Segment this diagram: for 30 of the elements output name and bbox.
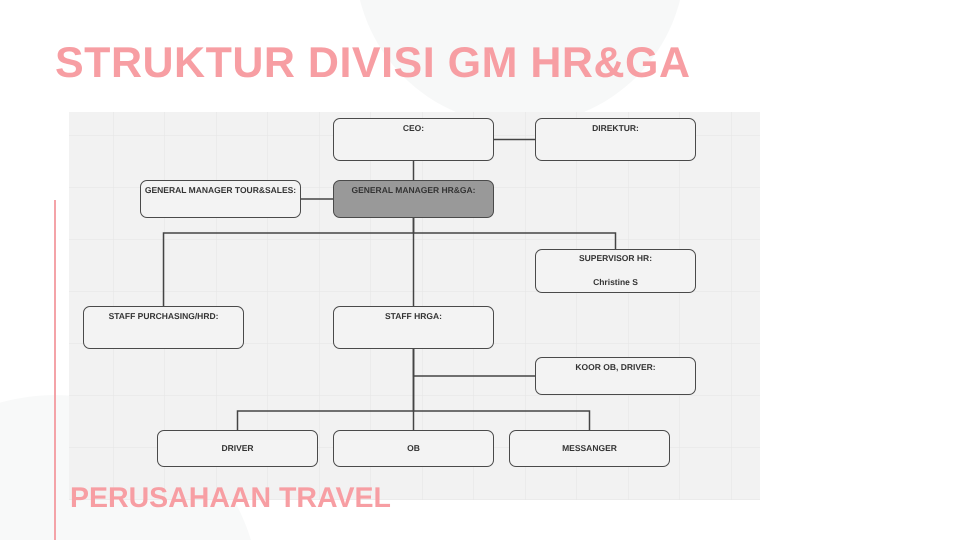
position-label: GENERAL MANAGER HR&GA: [351,185,476,196]
position-box [509,430,670,467]
position-label: SUPERVISOR HR: [578,253,652,264]
position-label: MESSANGER [562,443,617,454]
position-box [333,430,494,467]
position-box [535,249,696,293]
title: STRUKTUR DIVISI GM HR&GA [55,39,690,87]
position-box [83,306,244,349]
connector-line [494,138,535,140]
connector-line [412,161,414,180]
position-label: DRIVER [221,443,254,454]
position-label: OB [407,443,420,454]
position-box [333,180,494,218]
connector-line [412,218,616,249]
position-box [157,430,318,467]
connector-line [301,198,333,200]
position-label: DIREKTUR: [592,123,639,134]
position-box [333,118,494,161]
position-box [333,306,494,349]
position-label: GENERAL MANAGER TOUR&SALES: [144,185,296,196]
position-box [535,118,696,161]
connector-line [412,349,590,430]
position-label: CEO: [402,123,424,134]
subtitle: PERUSAHAAN TRAVEL [70,482,391,515]
position-box [535,357,696,395]
position-label: KOOR OB, DRIVER: [575,362,656,373]
position-label: Christine S [593,277,638,288]
position-box [140,180,301,218]
position-label: STAFF PURCHASING/HRD: [108,311,218,322]
position-label: STAFF HRGA: [385,311,442,322]
